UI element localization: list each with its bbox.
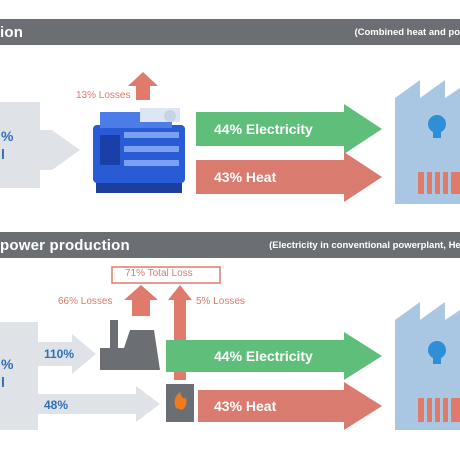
power-input-arrow [38,334,96,374]
fuel-percent-label: % [1,128,14,144]
fuel-input-arrow [0,102,80,188]
section-subtitle: (Electricity in conventional powerplant,… [269,239,460,251]
heat-input-arrow [38,386,160,422]
radiator-icon [418,172,460,194]
power-input-label: 110% [44,347,75,361]
total-loss-box [111,266,221,284]
heat-arrow-bottom [198,382,382,430]
section-title: ion [0,23,24,41]
boiler-losses-label: 5% Losses [196,296,245,307]
electricity-label: 44% Electricity [214,348,313,364]
section-subtitle: (Combined heat and po [354,26,460,38]
boiler-icon [166,384,194,422]
heat-label: 43% Heat [214,169,277,185]
lightbulb-icon [428,115,446,138]
power-plant-icon [100,320,160,370]
fuel-name-label: l [1,374,5,390]
section-header-separate: power production (Electricity in convent… [0,232,460,258]
electricity-arrow-bottom [166,332,382,380]
electricity-label: 44% Electricity [214,121,313,137]
engine-icon [93,108,185,193]
section-header-chp: ion (Combined heat and po [0,19,460,45]
electricity-arrow-top [196,104,382,154]
loss-arrow-top [128,72,158,100]
losses-label: 13% Losses [76,90,131,101]
total-loss-label: 71% Total Loss [125,268,193,279]
heat-input-label: 48% [44,398,69,412]
plant-loss-arrow [124,285,158,316]
plant-losses-label: 66% Losses [58,296,113,307]
lightbulb-icon [428,341,446,364]
radiator-icon [418,398,460,422]
fuel-block-bottom [0,322,38,430]
fuel-name-label: l [1,146,5,162]
section-title: power production [0,236,130,254]
heat-label: 43% Heat [214,398,277,414]
fuel-percent-label: % [1,356,14,372]
heat-arrow-top [196,152,382,202]
